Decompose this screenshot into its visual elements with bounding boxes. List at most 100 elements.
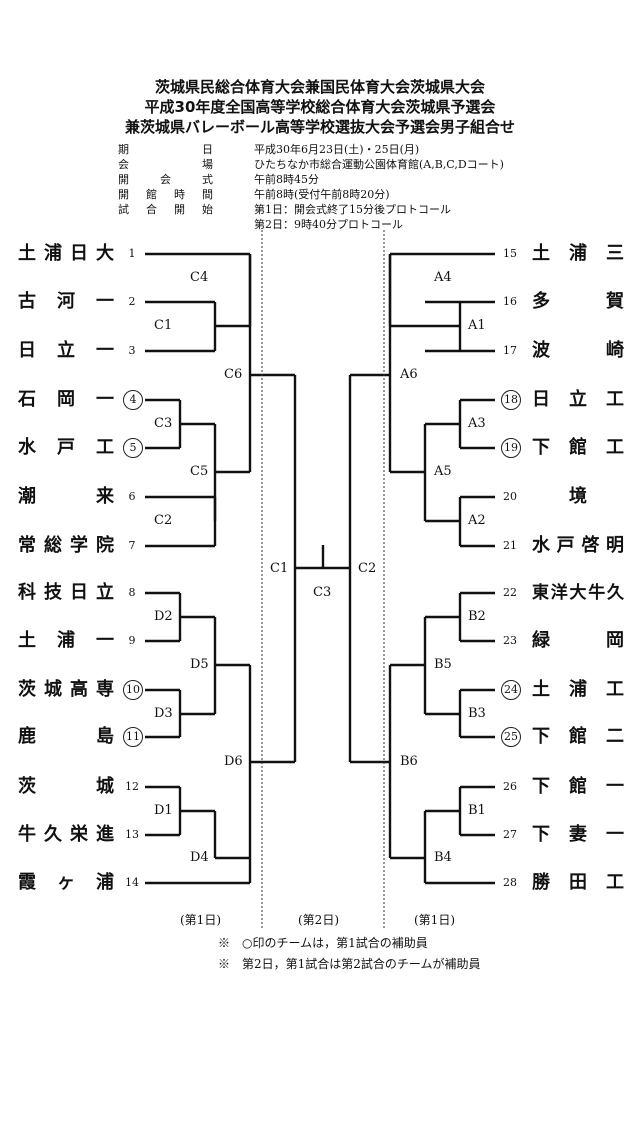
- team-name: 境: [569, 486, 587, 507]
- match-label: B1: [468, 803, 486, 818]
- match-label: D1: [154, 803, 173, 818]
- title-line-3: 兼茨城県バレーボール高等学校選抜大会予選会男子組合せ: [124, 118, 515, 136]
- team-name: 日立一: [18, 340, 114, 361]
- info-key: 開会式: [118, 173, 213, 186]
- team-name: 土浦一: [18, 630, 114, 651]
- day-label-right: (第1日): [414, 913, 455, 927]
- match-label: C4: [190, 270, 209, 285]
- seed-number-circled: 4: [123, 390, 143, 410]
- match-label: D2: [154, 609, 173, 624]
- seed-number-circled: 24: [501, 680, 521, 700]
- note-2: ※ 第2日，第1試合は第2試合のチームが補助員: [218, 957, 481, 971]
- seed-number-circled: 18: [501, 390, 521, 410]
- seed-number-circled: 10: [123, 680, 143, 700]
- match-label: B5: [434, 657, 452, 672]
- seed-number-circled: 11: [123, 727, 143, 747]
- seed-number: 9: [128, 634, 136, 647]
- seed-number: 21: [503, 539, 517, 552]
- day-label-left: (第1日): [180, 913, 221, 927]
- final-match-label: C3: [313, 585, 332, 600]
- day-label-center: (第2日): [298, 913, 339, 927]
- match-label: A3: [468, 416, 486, 431]
- match-label: C1: [270, 561, 289, 576]
- team-name: 古河一: [18, 291, 114, 312]
- team-name: 常総学院: [18, 535, 114, 556]
- team-name: 霞ヶ浦: [18, 872, 114, 893]
- seed-number: 6: [128, 490, 136, 503]
- seed-number: 23: [503, 634, 517, 647]
- team-name: 鹿島: [18, 726, 114, 747]
- info-value: 第2日：9時40分プロトコール: [254, 218, 403, 231]
- team-name: 勝田工: [532, 872, 624, 893]
- match-label: B3: [468, 706, 486, 721]
- team-name: 土浦工: [532, 679, 624, 700]
- seed-number: 3: [128, 344, 136, 357]
- match-label: B6: [400, 754, 418, 769]
- seed-number: 1: [128, 247, 136, 260]
- seed-number-circled: 25: [501, 727, 521, 747]
- seed-number: 13: [125, 828, 139, 841]
- seed-number: 22: [503, 586, 517, 599]
- seed-number: 28: [503, 876, 517, 889]
- seed-number-circled: 19: [501, 438, 521, 458]
- seed-number: 7: [128, 539, 136, 552]
- team-name: 日立工: [532, 389, 624, 410]
- seed-number: 20: [503, 490, 517, 503]
- match-label: C6: [224, 367, 243, 382]
- info-value: 午前8時(受付午前8時20分): [254, 188, 390, 201]
- info-value: ひたちなか市総合運動公園体育館(A,B,C,Dコート): [254, 158, 504, 171]
- match-label: D5: [190, 657, 209, 672]
- match-label: C2: [154, 513, 173, 528]
- seed-number-circled: 5: [123, 438, 143, 458]
- seed-number: 16: [503, 295, 517, 308]
- team-name: 潮来: [18, 486, 114, 507]
- match-label: B2: [468, 609, 486, 624]
- seed-number: 12: [125, 780, 139, 793]
- match-label: A5: [434, 464, 452, 479]
- match-label: A2: [468, 513, 486, 528]
- note-1: ※ ○印のチームは，第1試合の補助員: [218, 936, 428, 950]
- team-name: 下館二: [532, 726, 624, 747]
- info-value: 第1日：開会式終了15分後プロトコール: [254, 203, 451, 216]
- match-label: D6: [224, 754, 243, 769]
- title-line-2: 平成30年度全国高等学校総合体育大会茨城県予選会: [144, 98, 496, 116]
- match-label: D4: [190, 850, 209, 865]
- seed-number: 15: [503, 247, 517, 260]
- team-name: 茨城: [18, 776, 114, 797]
- match-label: D3: [154, 706, 173, 721]
- team-name: 東洋大牛久: [532, 583, 624, 603]
- info-key: 会場: [118, 158, 213, 171]
- team-name: 波崎: [532, 340, 624, 361]
- match-label: A1: [468, 318, 486, 333]
- team-name: 下妻一: [532, 824, 624, 845]
- team-name: 石岡一: [18, 389, 114, 410]
- team-name: 下館一: [532, 776, 624, 797]
- seed-number: 17: [503, 344, 517, 357]
- seed-number: 26: [503, 780, 517, 793]
- seed-number: 8: [128, 586, 136, 599]
- seed-number: 14: [125, 876, 139, 889]
- info-value: 午前8時45分: [254, 173, 319, 186]
- team-name: 水戸啓明: [532, 535, 624, 556]
- match-label: C1: [154, 318, 173, 333]
- match-label: B4: [434, 850, 452, 865]
- match-label: A6: [400, 367, 418, 382]
- seed-number: 2: [128, 295, 136, 308]
- team-name: 牛久栄進: [18, 824, 114, 845]
- team-name: 下館工: [532, 437, 624, 458]
- team-name: 土浦日大: [18, 243, 114, 264]
- info-value: 平成30年6月23日(土)・25日(月): [254, 143, 420, 156]
- team-name: 茨城高専: [18, 679, 114, 700]
- team-name: 土浦三: [532, 243, 624, 264]
- title-line-1: 茨城県民総合体育大会兼国民体育大会茨城県大会: [154, 78, 485, 96]
- info-key: 開館時間: [118, 188, 213, 201]
- match-label: C2: [358, 561, 377, 576]
- seed-number: 27: [503, 828, 517, 841]
- match-label: A4: [434, 270, 452, 285]
- match-label: C3: [154, 416, 173, 431]
- match-label: C5: [190, 464, 209, 479]
- info-key: 試合開始: [118, 203, 213, 216]
- team-name: 多賀: [532, 291, 624, 312]
- info-key: 期日: [118, 143, 213, 156]
